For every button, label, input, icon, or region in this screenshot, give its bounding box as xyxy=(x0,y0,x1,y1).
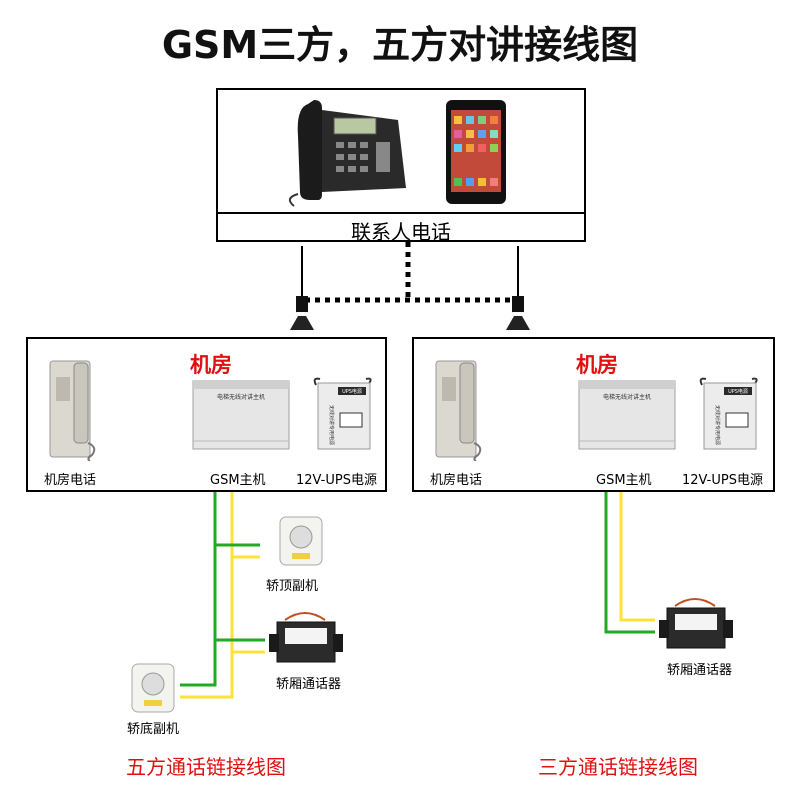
three-way-wiring xyxy=(604,492,655,634)
gsm-host-label: GSM主机 xyxy=(210,473,266,488)
ups-label: 12V-UPS电源 xyxy=(682,473,763,488)
five-way-wiring xyxy=(180,492,265,699)
ups-device: UPS电源 无线对讲专用电源 xyxy=(699,377,758,450)
car-talker-device-three xyxy=(659,598,733,649)
car-talker-label: 轿厢通话器 xyxy=(276,677,342,692)
car-bottom-speaker-icon xyxy=(131,663,175,713)
host-device-text: 电梯无线对讲主机 xyxy=(603,393,651,401)
antenna-left xyxy=(290,246,314,330)
car-bottom-label: 轿底副机 xyxy=(127,722,180,737)
host-device-text: 电梯无线对讲主机 xyxy=(217,393,265,401)
ups-label: 12V-UPS电源 xyxy=(296,473,377,488)
gsm-host-label: GSM主机 xyxy=(596,473,652,488)
wireless-link xyxy=(305,242,515,303)
room-phone-icon xyxy=(435,360,482,461)
car-top-speaker-icon xyxy=(279,516,323,566)
gsm-host-device: 电梯无线对讲主机 xyxy=(578,380,676,450)
three-way-caption: 三方通话链接线图 xyxy=(538,755,698,779)
car-talker-device-five xyxy=(269,612,343,663)
desk-phone-icon xyxy=(288,100,406,207)
page-title: GSM三方，五方对讲接线图 xyxy=(161,23,639,67)
car-top-label: 轿顶副机 xyxy=(266,579,319,594)
contact-phone-box: 联系人电话 xyxy=(216,88,586,244)
machine-room-right: 机房 电梯无线对讲主机 UPS电源 无线对讲专用电源 机房电话 GSM主机 12… xyxy=(412,337,775,492)
car-talker-label: 轿厢通话器 xyxy=(667,663,733,678)
room-phone-label: 机房电话 xyxy=(430,473,483,488)
gsm-host-device: 电梯无线对讲主机 xyxy=(192,380,290,450)
ups-brand-text: UPS电源 xyxy=(728,388,748,395)
contact-label: 联系人电话 xyxy=(351,220,451,244)
ups-device: UPS电源 无线对讲专用电源 xyxy=(313,377,372,450)
contact-divider xyxy=(218,212,584,214)
smartphone-icon xyxy=(446,100,506,204)
room-title: 机房 xyxy=(576,353,618,377)
ups-side-text: 无线对讲专用电源 xyxy=(328,405,335,445)
five-way-caption: 五方通话链接线图 xyxy=(126,755,286,779)
antenna-right xyxy=(506,246,530,330)
machine-room-left: 机房 电梯无线对讲主机 UPS电源 无线对讲专用电源 机房电话 GSM主机 12… xyxy=(26,337,387,492)
room-title: 机房 xyxy=(190,353,232,377)
ups-side-text: 无线对讲专用电源 xyxy=(714,405,721,445)
room-phone-icon xyxy=(49,360,96,461)
room-phone-label: 机房电话 xyxy=(44,473,97,488)
ups-brand-text: UPS电源 xyxy=(342,388,362,395)
